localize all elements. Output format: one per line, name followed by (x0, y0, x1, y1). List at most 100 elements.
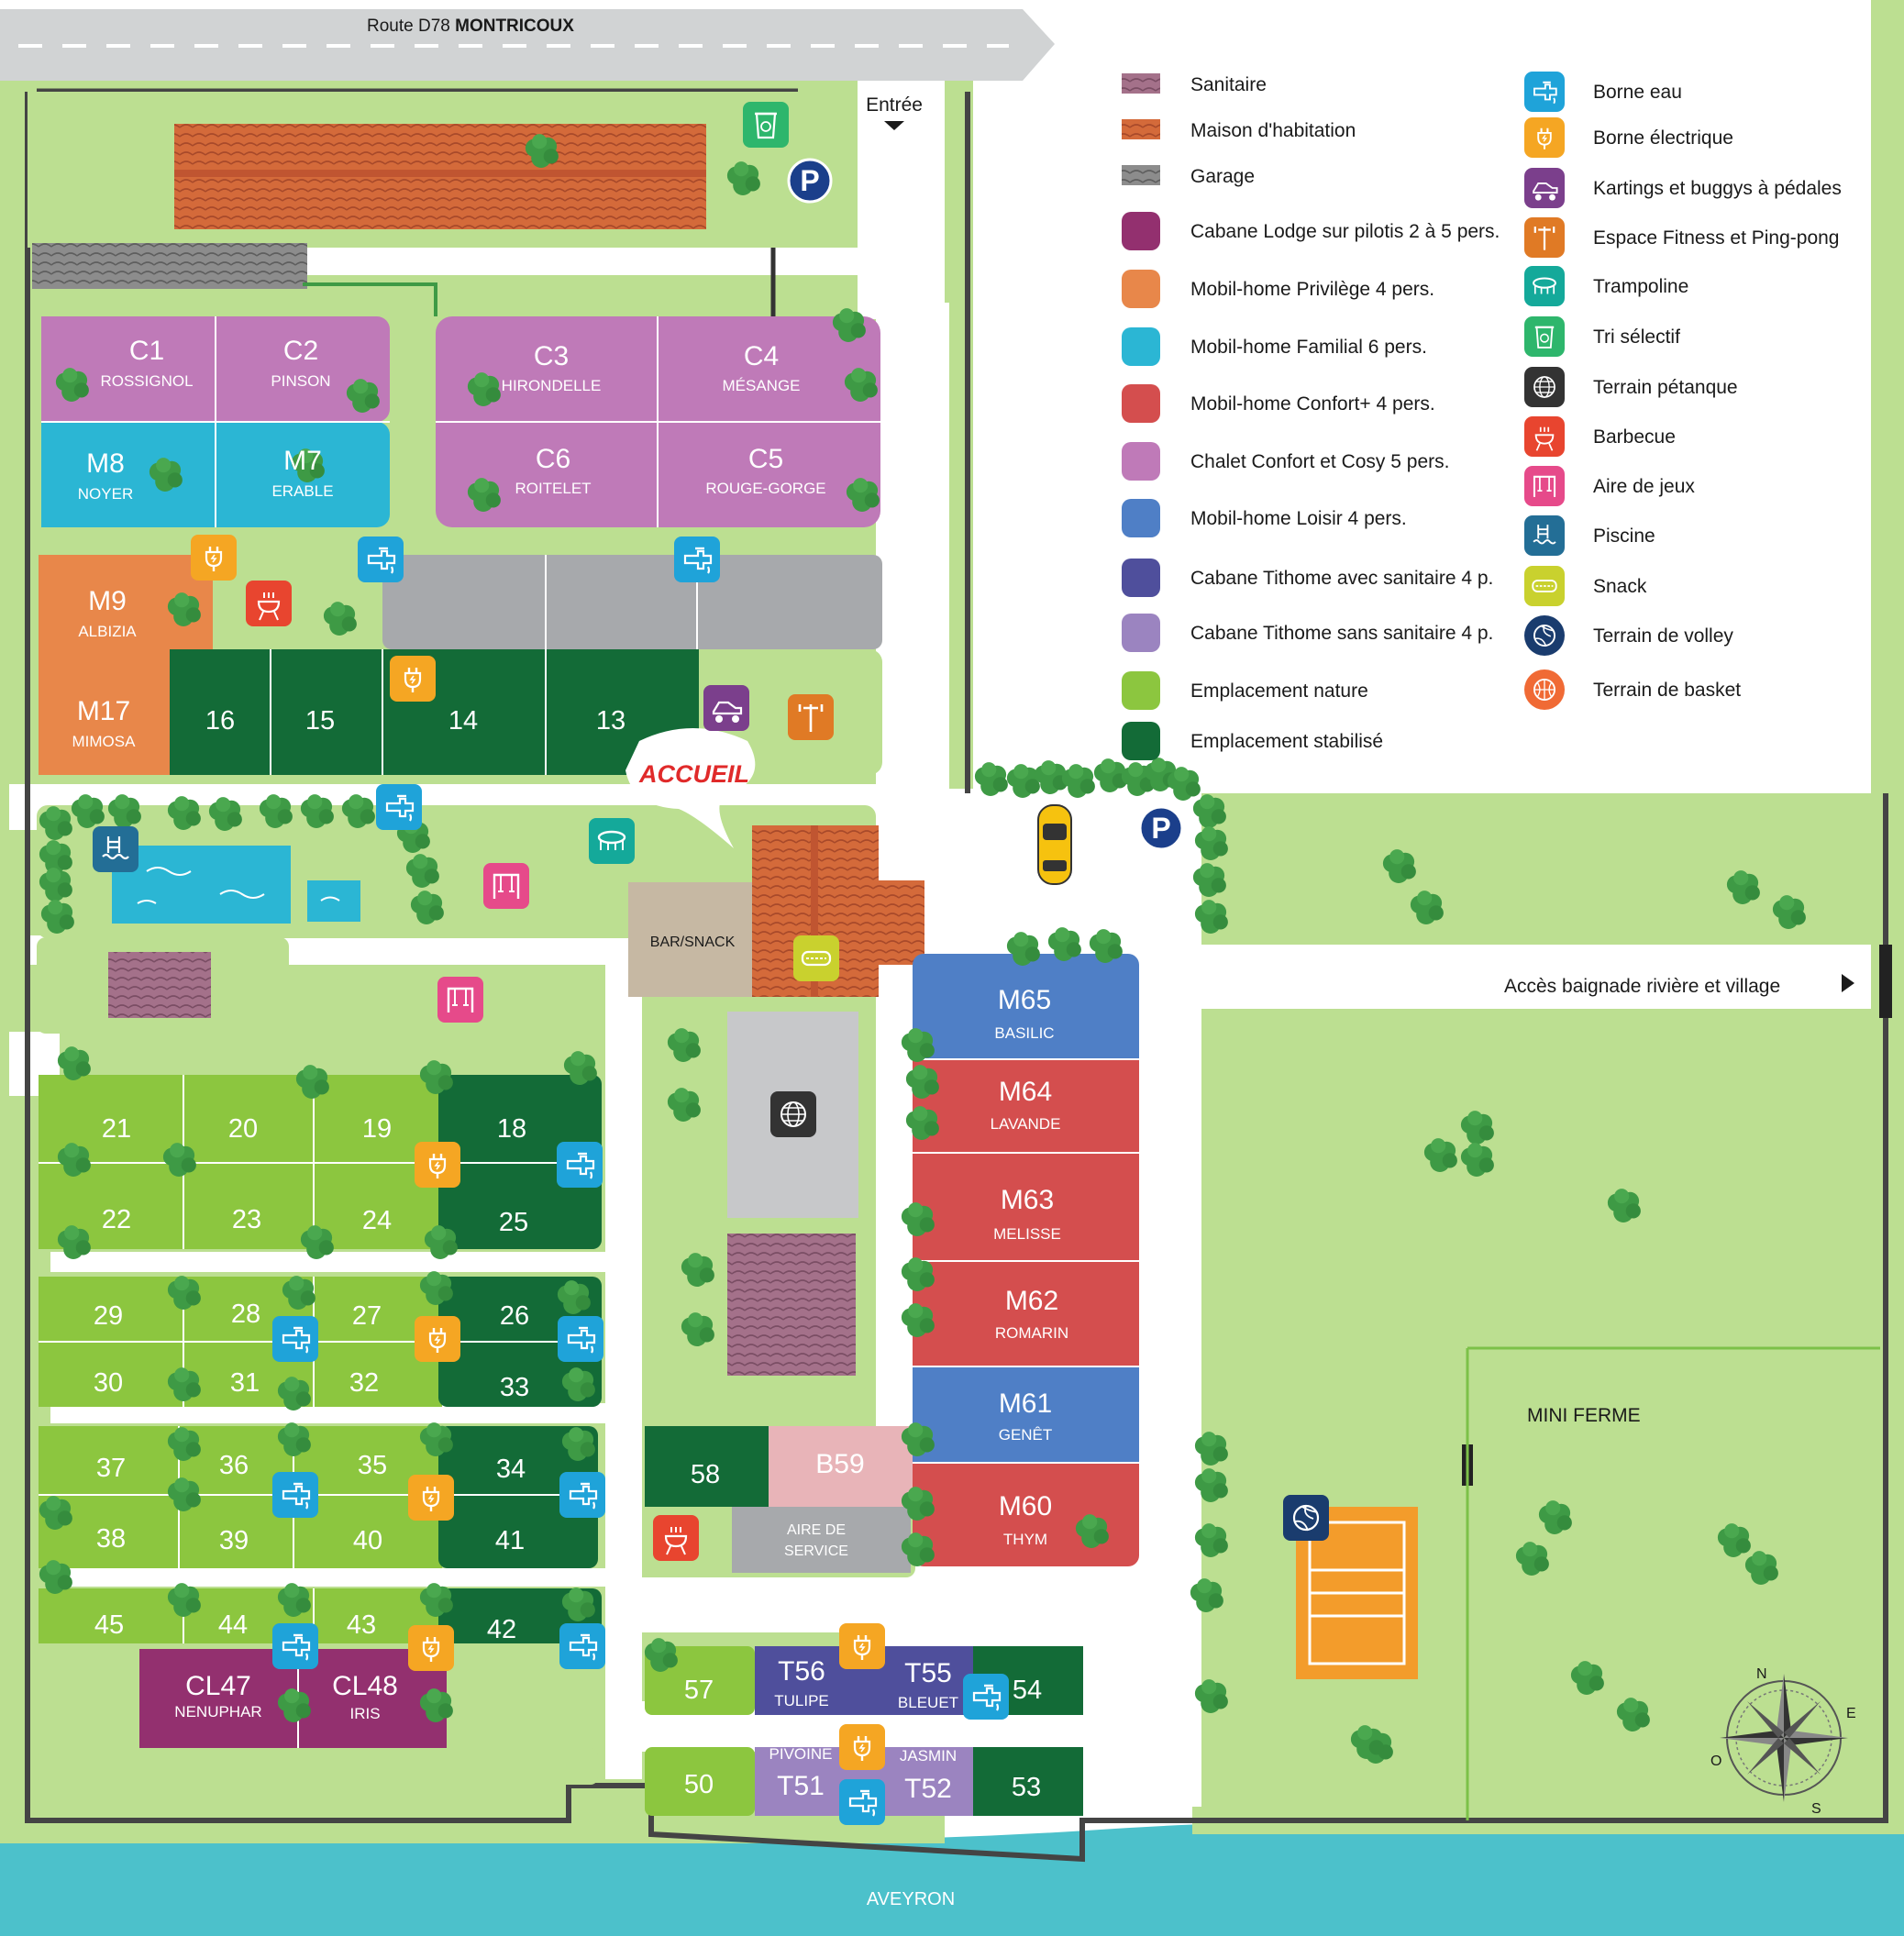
legend-swatch (1122, 327, 1160, 366)
unit-name-m62: ROMARIN (995, 1324, 1068, 1342)
pitch-29[interactable]: 29 (94, 1301, 123, 1331)
pitch-27[interactable]: 27 (352, 1301, 382, 1331)
pitch-15[interactable]: 15 (305, 706, 335, 736)
parking-icon: P (1138, 805, 1184, 851)
pitch-50[interactable]: 50 (684, 1770, 714, 1799)
accueil-bubble (625, 728, 756, 848)
pitch-57[interactable]: 57 (684, 1676, 714, 1705)
unit-code-m64[interactable]: M64 (999, 1077, 1052, 1107)
pitch-43[interactable]: 43 (347, 1610, 376, 1640)
unit-b59[interactable] (769, 1426, 915, 1507)
pitch-13[interactable]: 13 (596, 706, 625, 736)
pitch-58[interactable] (645, 1426, 769, 1507)
pitch-45[interactable]: 45 (94, 1610, 124, 1640)
legend-item-label: Mobil-home Privilège 4 pers. (1190, 279, 1434, 300)
pitch-26[interactable]: 26 (500, 1301, 529, 1331)
legend-item-label: Piscine (1593, 525, 1655, 547)
pitch-14[interactable]: 14 (448, 706, 478, 736)
unit-code-t55[interactable]: T55 (904, 1658, 952, 1688)
pitch-58[interactable]: 58 (691, 1460, 720, 1489)
chalet-block (436, 316, 880, 527)
pitch-19[interactable]: 19 (362, 1114, 392, 1144)
unit-code-cl48[interactable]: CL48 (332, 1671, 398, 1701)
pitch-16[interactable]: 16 (205, 706, 235, 736)
pitch-25[interactable]: 25 (499, 1208, 528, 1237)
pitch-50[interactable] (645, 1747, 755, 1816)
unit-code-m61[interactable]: M61 (999, 1388, 1052, 1419)
pitch-30[interactable]: 30 (94, 1368, 123, 1398)
pitch-23[interactable]: 23 (232, 1205, 261, 1234)
pitch-53[interactable]: 53 (1012, 1773, 1041, 1802)
pitch-41[interactable]: 41 (495, 1526, 525, 1555)
legend-item-label: Aire de jeux (1593, 476, 1695, 497)
pitch-20[interactable]: 20 (228, 1114, 258, 1144)
legend-item-label: Chalet Confort et Cosy 5 pers. (1190, 451, 1449, 472)
water-tap-icon (557, 1142, 603, 1188)
unit-name-t51: PIVOINE (769, 1745, 833, 1763)
unit-code-cl47[interactable]: CL47 (185, 1671, 251, 1701)
unit-code-c5[interactable]: C5 (748, 444, 783, 474)
barbecue-icon (1524, 416, 1565, 457)
unit-code-c6[interactable]: C6 (536, 444, 570, 474)
unit-code-m65[interactable]: M65 (998, 985, 1051, 1015)
mobilhome-column (913, 954, 1139, 1566)
pitch-35[interactable]: 35 (358, 1451, 387, 1480)
fitness-icon (1524, 217, 1565, 258)
legend-swatch (1122, 212, 1160, 250)
unit-code-t52[interactable]: T52 (904, 1774, 952, 1804)
pitch-24[interactable]: 24 (362, 1206, 392, 1235)
mini-farm-label: MINI FERME (1527, 1405, 1641, 1426)
service-area-label-2: SERVICE (784, 1543, 848, 1559)
pitch-33[interactable]: 33 (500, 1373, 529, 1402)
swimming-pool (112, 846, 291, 924)
recycling-icon (743, 102, 789, 148)
unit-name-t52: JASMIN (900, 1747, 957, 1765)
barbecue-icon (653, 1515, 699, 1561)
water-tap-icon (558, 1316, 603, 1362)
unit-code-m63[interactable]: M63 (1001, 1185, 1054, 1215)
unit-code-m17[interactable]: M17 (77, 696, 130, 726)
pitch-54[interactable]: 54 (1013, 1676, 1042, 1705)
unit-code-t51[interactable]: T51 (777, 1771, 825, 1801)
pitch-32[interactable]: 32 (349, 1368, 379, 1398)
unit-code-m62[interactable]: M62 (1005, 1286, 1058, 1316)
pitch-38[interactable]: 38 (96, 1524, 126, 1554)
compass-icon: N E S O (1710, 1666, 1856, 1817)
pitch-36[interactable]: 36 (219, 1451, 249, 1480)
unit-code-c2[interactable]: C2 (283, 336, 318, 366)
plug-icon (408, 1625, 454, 1671)
pitch-31[interactable]: 31 (230, 1368, 260, 1398)
unit-code-m7[interactable]: M7 (283, 446, 322, 476)
unit-code-c3[interactable]: C3 (534, 341, 569, 371)
legend-item-label: Terrain de volley (1593, 625, 1733, 647)
unit-name-cl48: IRIS (349, 1705, 380, 1722)
legend-item-label: Borne eau (1593, 82, 1682, 103)
legend-item-label: Barbecue (1593, 426, 1676, 448)
pitch-44[interactable]: 44 (218, 1610, 248, 1640)
pitch-22[interactable]: 22 (102, 1205, 131, 1234)
unit-m17[interactable] (39, 649, 170, 775)
trampoline-icon (589, 818, 635, 864)
lodge-block-left (41, 316, 390, 527)
water-tap-icon (1524, 72, 1565, 112)
bar-snack-building (628, 882, 752, 997)
unit-code-c1[interactable]: C1 (129, 336, 164, 366)
pitch-42[interactable]: 42 (487, 1615, 516, 1644)
legend-swatch (1122, 722, 1160, 760)
pitch-53[interactable] (973, 1747, 1083, 1816)
pitch-34[interactable]: 34 (496, 1455, 526, 1484)
pitch-37[interactable]: 37 (96, 1454, 126, 1483)
unit-name-c1: ROSSIGNOL (100, 372, 193, 390)
pitch-28[interactable]: 28 (231, 1300, 260, 1329)
unit-name-m61: GENÊT (999, 1426, 1053, 1444)
pitch-40[interactable]: 40 (353, 1526, 382, 1555)
unit-code-m9[interactable]: M9 (88, 586, 127, 616)
unit-code-c4[interactable]: C4 (744, 341, 779, 371)
pitch-21[interactable]: 21 (102, 1114, 131, 1144)
unit-code-m8[interactable]: M8 (86, 448, 125, 479)
unit-code-b59[interactable]: B59 (815, 1449, 864, 1479)
unit-code-m60[interactable]: M60 (999, 1491, 1052, 1521)
pitch-39[interactable]: 39 (219, 1526, 249, 1555)
pitch-18[interactable]: 18 (497, 1114, 526, 1144)
unit-code-t56[interactable]: T56 (778, 1656, 825, 1687)
